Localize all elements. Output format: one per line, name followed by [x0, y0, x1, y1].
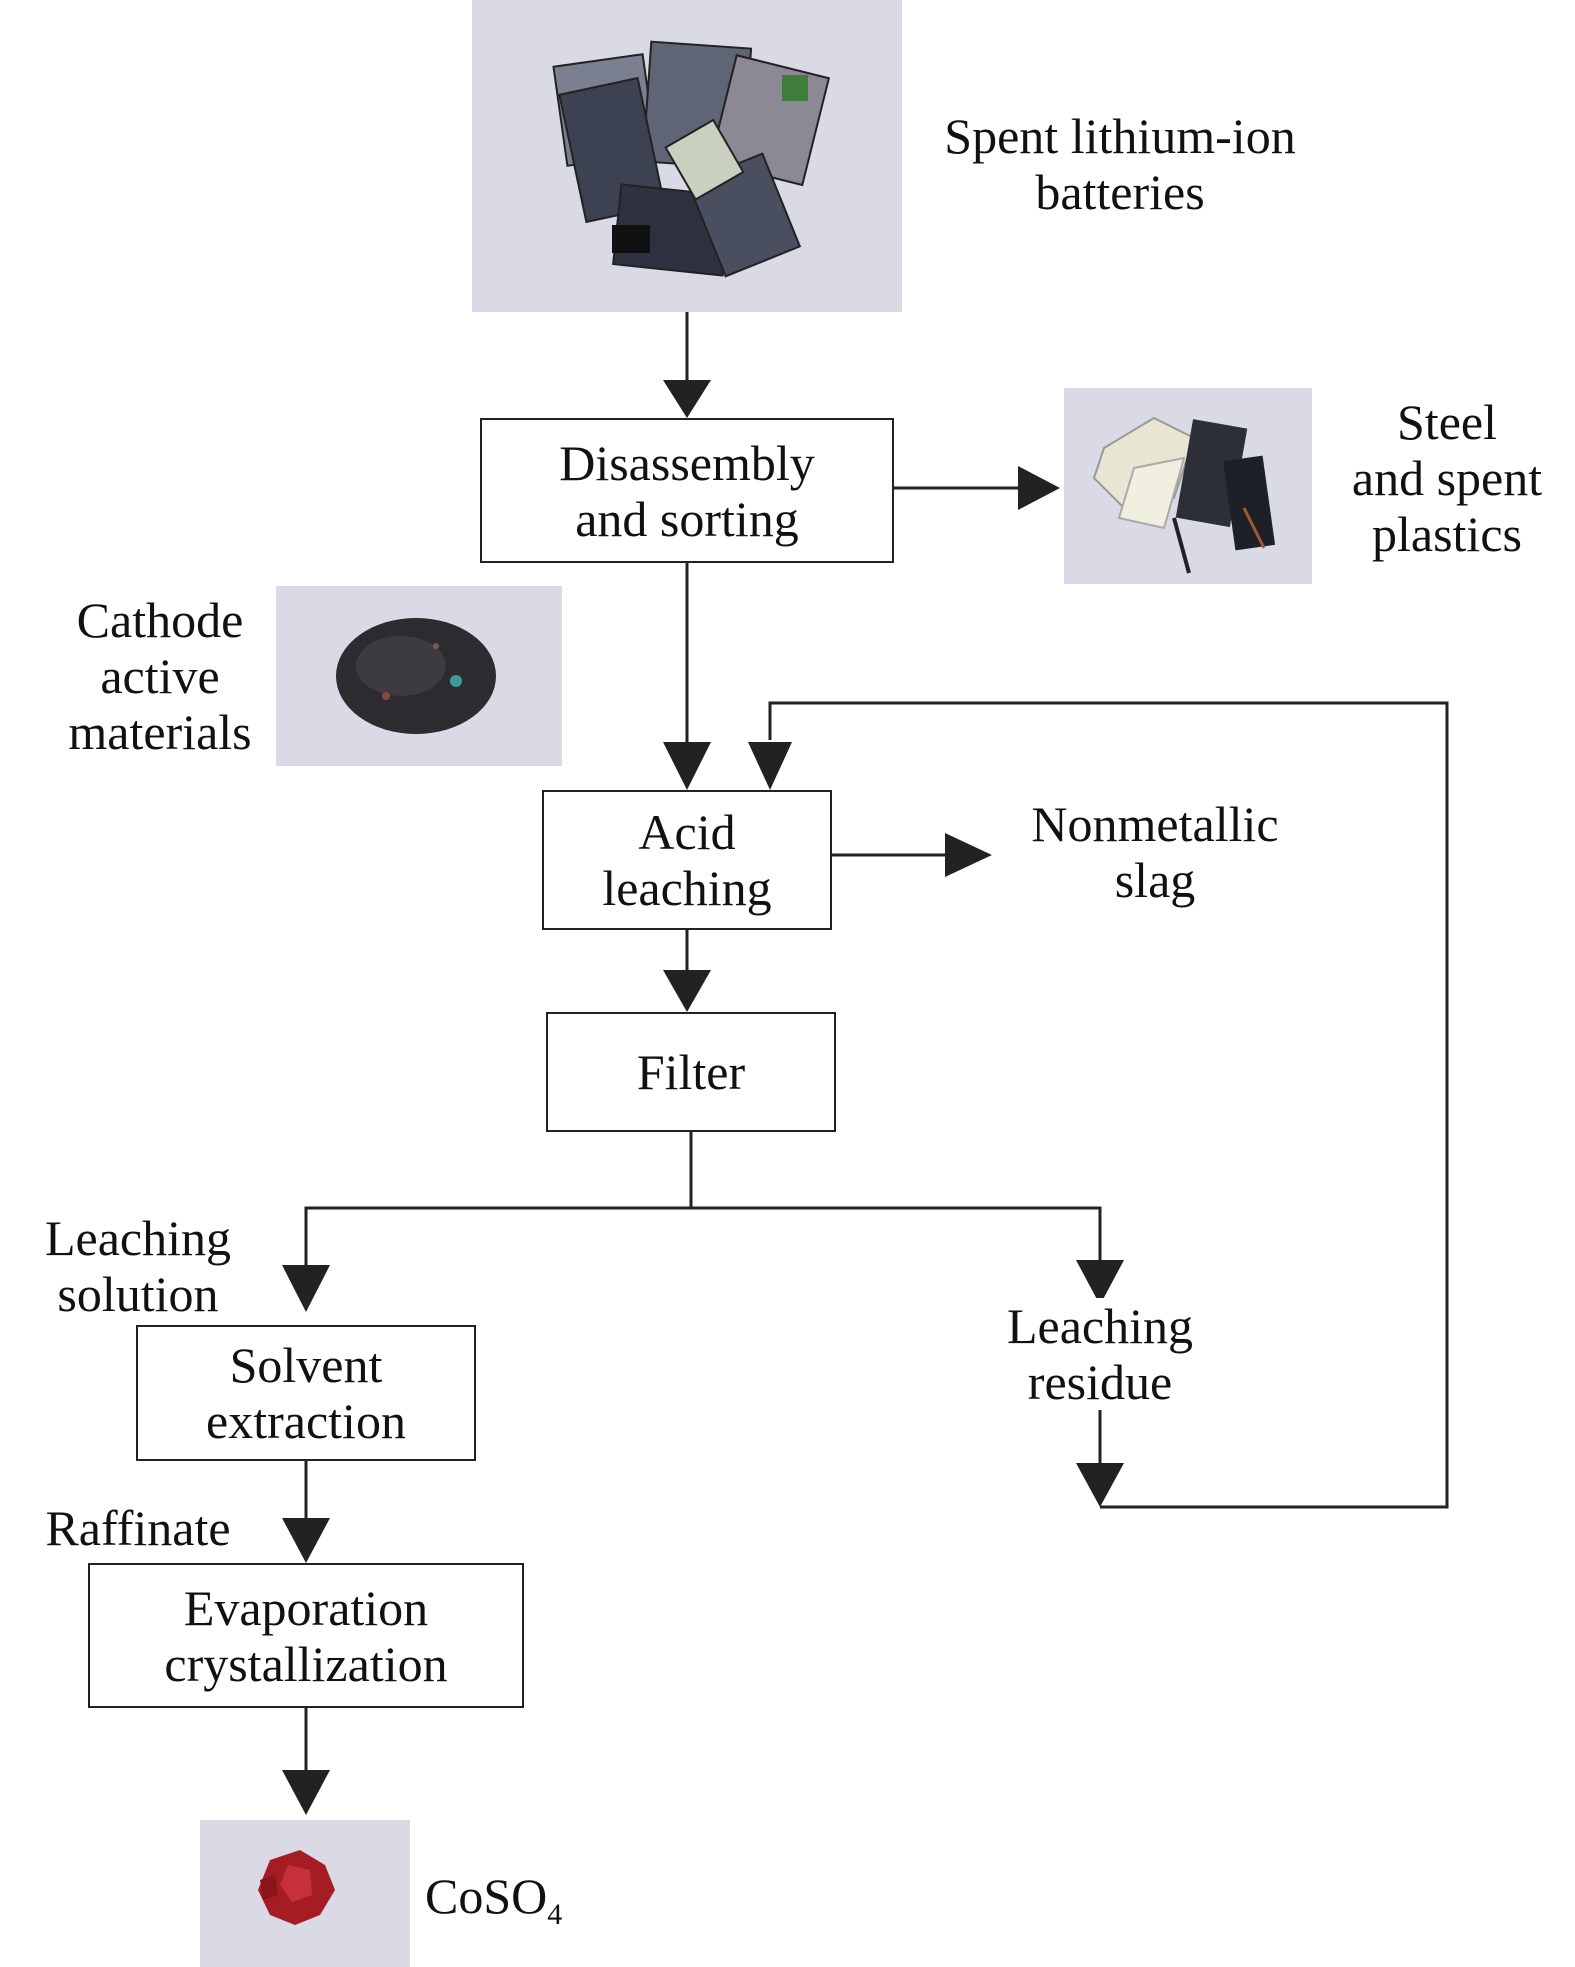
leaching-residue-label: Leaching residue: [990, 1298, 1210, 1410]
solvent-extraction-line-1: Solvent: [229, 1337, 383, 1393]
spent-batteries-photo: [472, 0, 902, 312]
disassembly-sorting-box: Disassembly and sorting: [480, 418, 894, 563]
cathode-line-1: Cathode: [76, 592, 244, 648]
steel-plastics-photo: [1064, 388, 1312, 584]
solvent-extraction-line-2: extraction: [206, 1393, 406, 1449]
cathode-line-2: active: [100, 648, 220, 704]
coso4-formula: CoSO: [425, 1868, 548, 1924]
nonmetallic-slag-line-1: Nonmetallic: [1031, 796, 1279, 852]
spent-batteries-label: Spent lithium-ion batteries: [915, 108, 1325, 220]
raffinate-label: Raffinate: [28, 1500, 248, 1556]
disassembly-line-2: and sorting: [575, 490, 799, 547]
cathode-materials-label: Cathode active materials: [45, 592, 275, 760]
acid-leaching-line-1: Acid: [638, 804, 736, 860]
filter-box: Filter: [546, 1012, 836, 1132]
spent-batteries-line-1: Spent lithium-ion: [944, 108, 1296, 164]
filter-label: Filter: [636, 1044, 746, 1100]
coso4-subscript: 4: [547, 1898, 563, 1931]
evaporation-crystallization-box: Evaporation crystallization: [88, 1563, 524, 1708]
steel-plastics-line-2: and spent: [1351, 450, 1543, 506]
evaporation-line-2: crystallization: [164, 1635, 448, 1692]
nonmetallic-slag-line-2: slag: [1114, 852, 1196, 908]
steel-plastics-line-1: Steel: [1397, 394, 1497, 450]
evaporation-line-1: Evaporation: [183, 1579, 429, 1636]
coso4-label: CoSO4: [425, 1868, 595, 1943]
acid-leaching-line-2: leaching: [602, 860, 772, 916]
leaching-solution-label: Leaching solution: [28, 1210, 248, 1322]
coso4-photo: [200, 1820, 410, 1967]
leaching-residue-line-1: Leaching: [1006, 1298, 1193, 1354]
leaching-solution-line-1: Leaching: [44, 1210, 231, 1266]
nonmetallic-slag-label: Nonmetallic slag: [995, 796, 1315, 908]
spent-batteries-line-2: batteries: [1035, 164, 1205, 220]
steel-plastics-line-3: plastics: [1372, 506, 1522, 562]
acid-leaching-box: Acid leaching: [542, 790, 832, 930]
leaching-solution-line-2: solution: [57, 1266, 219, 1322]
cathode-materials-photo: [276, 586, 562, 766]
raffinate-text: Raffinate: [45, 1500, 231, 1556]
solvent-extraction-box: Solvent extraction: [136, 1325, 476, 1461]
disassembly-line-1: Disassembly: [559, 434, 815, 491]
leaching-residue-line-2: residue: [1027, 1354, 1173, 1410]
cathode-line-3: materials: [68, 704, 252, 760]
steel-plastics-label: Steel and spent plastics: [1322, 394, 1572, 562]
